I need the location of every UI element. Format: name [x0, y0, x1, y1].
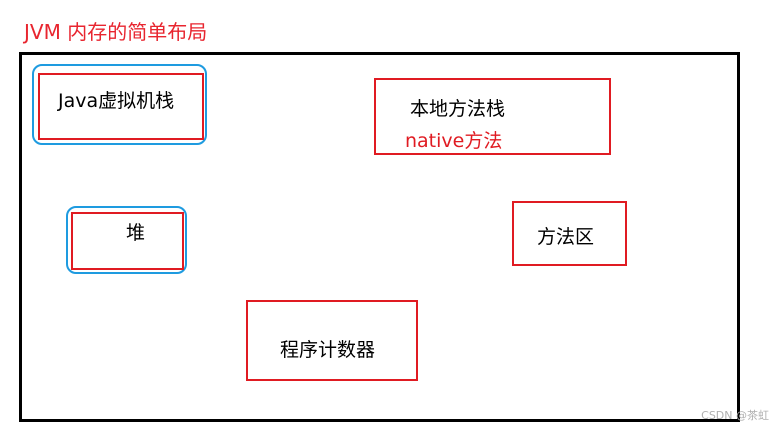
native-method-note: native方法: [405, 130, 503, 152]
watermark: CSDN @茶虹: [701, 409, 769, 422]
heap-highlight: [66, 206, 187, 274]
pc-register-label: 程序计数器: [280, 339, 376, 361]
jvm-stack-label: Java虚拟机栈: [58, 90, 175, 112]
pc-register-box: [246, 300, 418, 381]
jvm-stack-highlight: [32, 64, 207, 145]
diagram-title: JVM 内存的简单布局: [24, 20, 208, 44]
heap-box: [71, 212, 184, 270]
heap-label: 堆: [126, 222, 146, 244]
method-area-box: [512, 201, 627, 266]
jvm-memory-frame: [19, 52, 740, 422]
jvm-stack-box: [38, 73, 204, 140]
method-area-label: 方法区: [537, 226, 595, 248]
native-stack-label: 本地方法栈: [410, 98, 506, 120]
native-stack-box: [374, 78, 611, 155]
